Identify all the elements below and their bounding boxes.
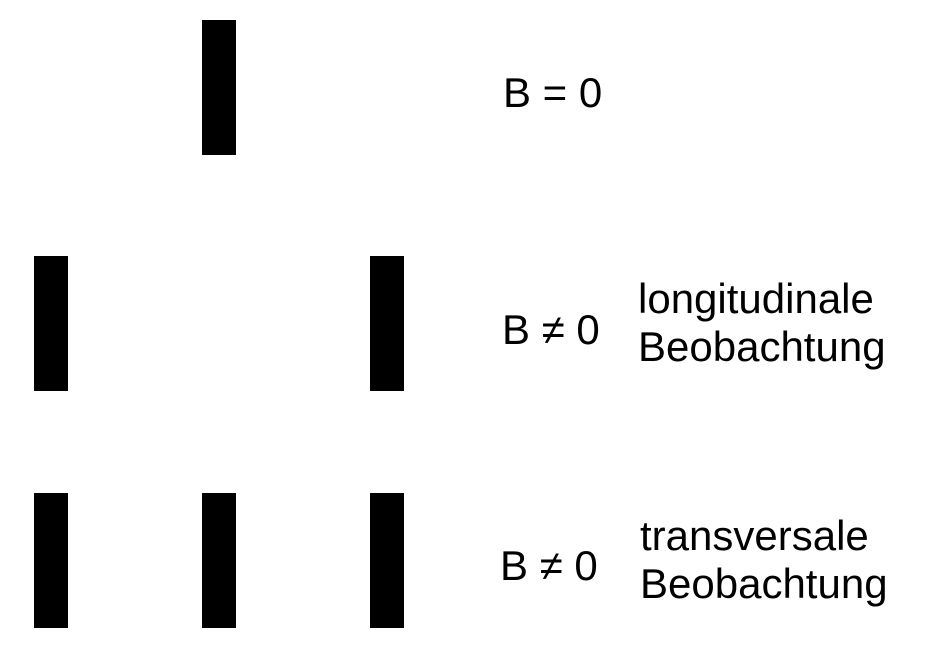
- spectral-line-left: [34, 256, 68, 391]
- observation-label-transversal: transversale Beobachtung: [640, 512, 888, 608]
- spectral-line-left: [34, 493, 68, 628]
- condition-label-field-longitudinal: B ≠ 0: [502, 306, 600, 353]
- observation-label-line-1: transversale: [640, 512, 869, 559]
- spectral-line-right: [370, 493, 404, 628]
- spectral-line-center: [202, 493, 236, 628]
- spectral-line-center: [202, 20, 236, 155]
- spectral-line-right: [370, 256, 404, 391]
- observation-label-line-2: Beobachtung: [638, 323, 886, 370]
- observation-label-longitudinal: longitudinale Beobachtung: [638, 275, 886, 371]
- observation-label-line-1: longitudinale: [638, 275, 874, 322]
- observation-label-line-2: Beobachtung: [640, 560, 888, 607]
- condition-label-no-field: B = 0: [503, 69, 603, 116]
- condition-label-field-transversal: B ≠ 0: [500, 542, 598, 589]
